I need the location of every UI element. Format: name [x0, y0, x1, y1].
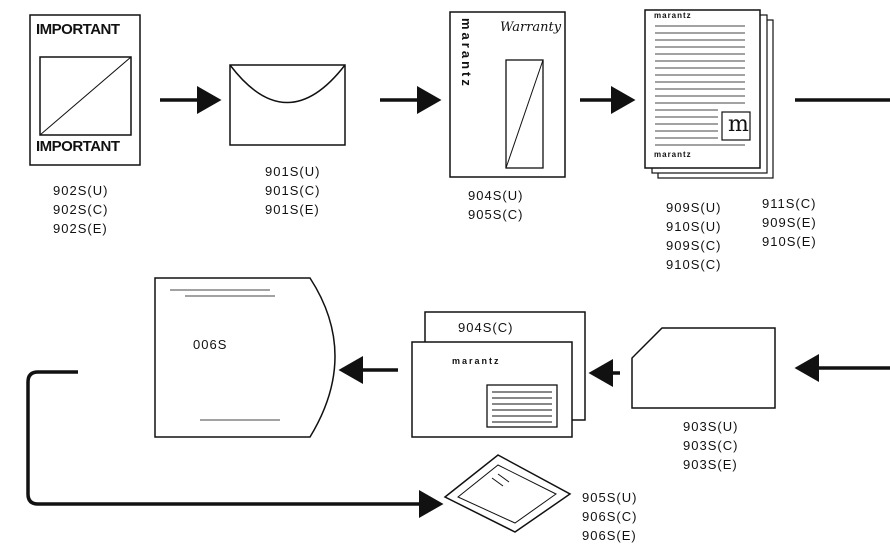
label-group-909-col1: 909S(U) 910S(U) 909S(C) 910S(C) — [666, 198, 721, 274]
label-group-904: 904S(U) 905S(C) — [468, 186, 523, 224]
part-label: 909S(E) — [762, 215, 817, 230]
packet — [443, 454, 572, 533]
bag — [154, 277, 336, 438]
part-label: 911S(C) — [762, 196, 817, 211]
label-group-902: 902S(U) 902S(C) 902S(E) — [53, 181, 108, 238]
warranty-vertical-brand: marantz — [459, 18, 474, 89]
part-label: 906S(E) — [582, 528, 637, 543]
carton — [411, 311, 586, 438]
part-label: 902S(U) — [53, 183, 109, 198]
label-group-909-col2: 911S(C) 909S(E) 910S(E) — [762, 194, 817, 251]
notched-card — [631, 327, 776, 409]
important-card — [29, 14, 141, 166]
label-group-901: 901S(U) 901S(C) 901S(E) — [265, 162, 320, 219]
carton-brand: marantz — [452, 356, 501, 366]
part-label: 903S(C) — [683, 438, 739, 453]
part-label: 909S(U) — [666, 200, 722, 215]
booklet-brand-bottom: marantz — [654, 150, 692, 159]
warranty-card — [449, 11, 566, 178]
part-label: 906S(C) — [582, 509, 638, 524]
part-label: 903S(U) — [683, 419, 739, 434]
bag-label: 006S — [193, 337, 228, 352]
booklet-stack — [644, 9, 774, 179]
part-label: 905S(C) — [468, 207, 524, 222]
part-label: 904S(U) — [468, 188, 524, 203]
part-label: 901S(C) — [265, 183, 321, 198]
part-label: 910S(E) — [762, 234, 817, 249]
carton-tab-label: 904S(C) — [458, 320, 514, 335]
card-bottom-text: IMPORTANT — [36, 138, 120, 155]
part-label: 902S(C) — [53, 202, 109, 217]
label-group-905: 905S(U) 906S(C) 906S(E) — [582, 488, 637, 545]
part-label: 901S(U) — [265, 164, 321, 179]
part-label: 902S(E) — [53, 221, 108, 236]
flow-arrows — [26, 86, 890, 518]
part-label: 903S(E) — [683, 457, 738, 472]
part-label: 909S(C) — [666, 238, 722, 253]
part-label: 901S(E) — [265, 202, 320, 217]
booklet-brand-top: marantz — [654, 11, 692, 20]
booklet-big-letter: m — [728, 112, 749, 137]
part-label: 905S(U) — [582, 490, 638, 505]
part-label: 910S(C) — [666, 257, 722, 272]
envelope — [229, 64, 346, 146]
card-top-text: IMPORTANT — [36, 21, 120, 38]
part-label: 910S(U) — [666, 219, 722, 234]
warranty-script-text: Warranty — [500, 20, 562, 35]
label-group-903: 903S(U) 903S(C) 903S(E) — [683, 417, 738, 474]
